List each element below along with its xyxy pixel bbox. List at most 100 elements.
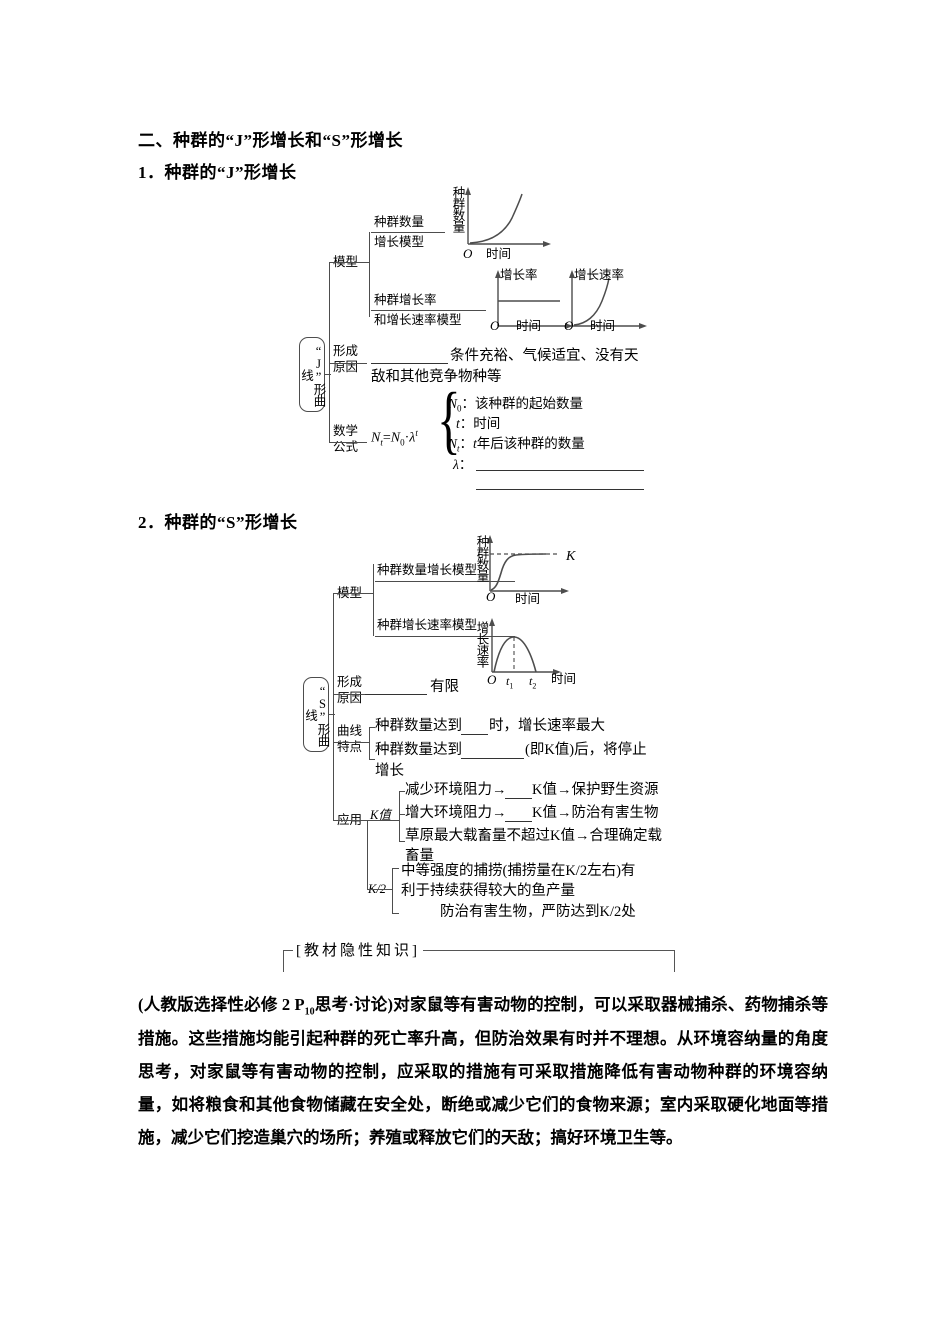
hk-source-prefix: (人教版选择性必修 2 P: [138, 995, 305, 1014]
j-cause-text-line1: 条件充裕、气候适宜、没有天: [450, 348, 639, 364]
hidden-knowledge-box: [教材隐性知识]: [283, 939, 675, 980]
j-graph3-xlabel: 时间: [590, 319, 616, 333]
j-model-item2-line1: 种群增长率: [374, 293, 437, 307]
j-def1-text: ：该种群的起始数量: [461, 396, 584, 411]
s-k-item3-a: 草原最大载畜量不超过K值→合理确定载: [405, 828, 662, 844]
s-model-item2-underline: [375, 636, 515, 637]
j-graph1-ylabel: 种群数量: [450, 186, 465, 232]
s-graph1-origin: O: [486, 589, 496, 604]
s-k-item1-tick: [399, 791, 405, 792]
s-spine-vertical: [333, 593, 334, 820]
s-khalf-connector: [367, 889, 392, 890]
s-model-item2: 种群增长速率模型: [377, 618, 478, 632]
s-model-item1-underline: [375, 581, 515, 582]
s-cause-connector: [333, 694, 371, 695]
s-feature-item2-blank: [461, 758, 524, 759]
j-graph-growth-speed: [558, 268, 668, 351]
hk-source-sub: 10: [304, 1006, 315, 1018]
hk-right-corner: [674, 950, 675, 972]
s-kvalue-connector: [367, 820, 399, 821]
s-graph2-tick-t2: t2: [529, 674, 537, 691]
j-model-item1-underline: [371, 232, 445, 233]
s-graph-population: [470, 533, 600, 618]
j-formula-expression: Nt=N0·λt: [371, 428, 418, 448]
j-model-item2-line2: 和增长速率模型: [374, 313, 462, 327]
s-k-item1-b: K值→保护野生资源: [532, 782, 659, 798]
j-graph1-xlabel: 时间: [486, 247, 512, 261]
s-cause-text: 有限: [430, 679, 459, 695]
s-graph1-xlabel: 时间: [515, 592, 541, 606]
j-formula-def-1: N0：该种群的起始数量: [448, 396, 584, 414]
s-k-item1-blank: [505, 798, 532, 799]
j-model-item1-line1: 种群数量: [374, 215, 425, 229]
s-cause-blank: [365, 694, 427, 695]
subsection-heading-2: 2．种群的“S”形增长: [138, 513, 298, 532]
s-k-item3-b: 畜量: [405, 848, 434, 864]
s-graph1-ylabel: 种群数量: [474, 535, 489, 581]
s-kvalue-vertical: [399, 791, 400, 841]
s-k-item3-tick: [399, 841, 405, 842]
j-formula-def-4: λ：: [453, 457, 473, 472]
s-feature-item1-connector: [369, 727, 375, 728]
hidden-knowledge-title: [教材隐性知识]: [293, 939, 423, 960]
s-graph2-tick-t1: t1: [506, 674, 514, 691]
j-graph3-ylabel: 增长速率: [574, 268, 625, 282]
s-k-item2-a: 增大环境阻力→: [405, 805, 507, 821]
j-formula-def-2: t：时间: [456, 416, 501, 431]
s-graph2-xlabel: 时间: [551, 672, 577, 686]
s-apply-connector: [333, 820, 367, 821]
s-kvalue-label: K值: [370, 808, 391, 822]
j-model-vertical: [369, 232, 370, 317]
s-graph2-ylabel: 增长速率: [474, 621, 489, 667]
s-khalf-item1-line1: 中等强度的捕捞(捕捞量在K/2左右)有: [401, 863, 636, 879]
j-graph1-origin: O: [463, 246, 473, 261]
hk-source-suffix: 思考·讨论): [314, 995, 394, 1014]
j-graph2-xlabel: 时间: [516, 319, 542, 333]
s-feature-item2-connector: [369, 759, 375, 760]
subsection-heading-1: 1．种群的“J”形增长: [138, 163, 297, 182]
s-feature-connector: [333, 742, 369, 743]
section-heading: 二、种群的“J”形增长和“S”形增长: [138, 131, 403, 150]
s-feature-item1-b: 时，增长速率最大: [489, 718, 605, 734]
s-graph1-k-label: K: [566, 549, 576, 564]
j-graph2-origin: O: [490, 318, 500, 333]
s-graph2-origin: O: [487, 672, 497, 687]
s-spine-to-root: [329, 714, 335, 715]
s-khalf-item2-tick: [392, 913, 399, 914]
s-feature-item1-blank: [461, 734, 488, 735]
s-model-item1: 种群数量增长模型: [377, 563, 478, 577]
s-branch-cause-label: 形成原因: [337, 675, 363, 705]
s-feature-vertical: [369, 727, 370, 759]
j-graph-population: [446, 182, 566, 271]
j-formula-def-3: Nt：t年后该种群的数量: [448, 436, 585, 454]
s-k-item2-b: K值→防治有害生物: [532, 805, 659, 821]
j-branch-formula-label: 数学公式: [333, 424, 359, 454]
s-khalf-item1-tick: [392, 868, 399, 869]
j-branch-cause-label-l1: 形成原因: [333, 344, 359, 374]
j-spine-vertical: [329, 262, 330, 442]
hk-body-rest: 对家鼠等有害动物的控制，可以采取器械捕杀、药物捕杀等措施。这些措施均能引起种群的…: [138, 995, 829, 1148]
s-feature-item1-a: 种群数量达到: [375, 718, 462, 734]
s-k-item2-tick: [399, 814, 405, 815]
j-model-connector: [329, 262, 369, 263]
j-def2-text: ：时间: [459, 416, 501, 431]
hk-top-rule-right: [419, 950, 675, 951]
j-lambda-blank-line2: [476, 489, 644, 490]
s-feature-item2-a: 种群数量达到: [375, 742, 462, 758]
j-graph3-origin: O: [564, 318, 574, 333]
s-khalf-vertical: [392, 868, 393, 913]
j-cause-blank: [371, 363, 448, 364]
s-feature-item2-c: 增长: [375, 763, 404, 779]
s-apply-vertical: [367, 820, 368, 889]
j-formula-brace: {: [437, 378, 461, 462]
s-model-vertical: [373, 564, 374, 636]
hk-left-corner: [283, 950, 284, 972]
j-model-item1-line2: 增长模型: [374, 235, 425, 249]
j-spine-to-root: [325, 374, 331, 375]
s-khalf-item2-line1: 防治有害生物，严防达到K/2处: [440, 904, 636, 920]
s-curve-root-label: “S”形曲线: [303, 677, 330, 752]
hk-top-rule-left: [283, 950, 295, 951]
j-graph-growth-rate: [484, 268, 594, 351]
s-feature-item2-b: (即K值)后，将停止: [525, 742, 647, 758]
